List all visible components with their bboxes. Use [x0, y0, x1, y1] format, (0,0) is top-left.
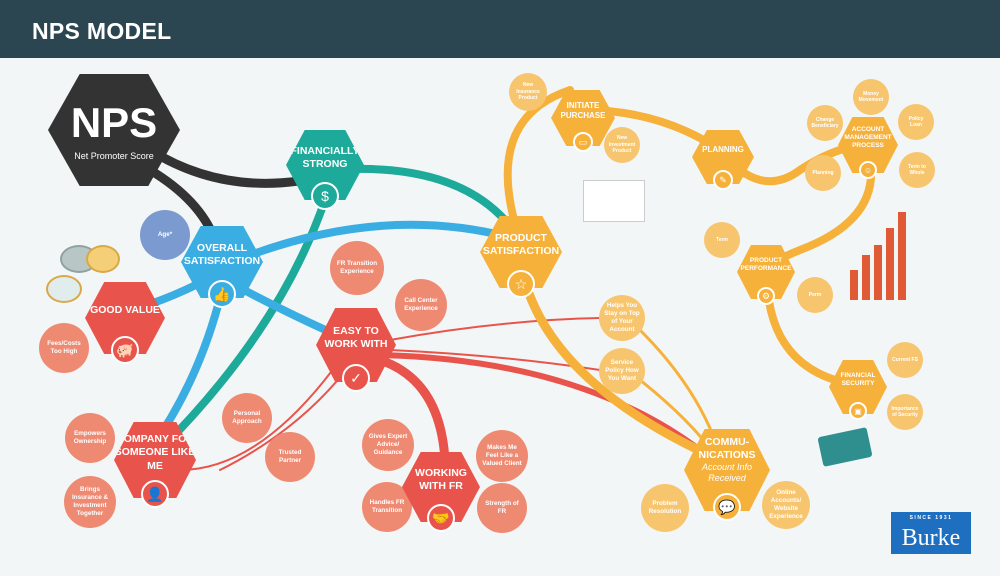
- attribute-perm: Perm: [797, 277, 833, 313]
- gear-icon: ⚙: [757, 287, 775, 305]
- attribute-online-accounts: Online Accounts/ Website Experience: [762, 481, 810, 529]
- logo-since: SINCE 1931: [909, 515, 953, 521]
- connector-easy-helps-you: [389, 317, 601, 341]
- planning-label: PLANNING: [702, 145, 744, 154]
- communications-node: COMMU- NICATIONS Account Info Received 💬: [684, 429, 770, 521]
- attribute-personal-approach: Personal Approach: [222, 393, 272, 443]
- attribute-fees-costs: Fees/Costs Too High: [39, 323, 89, 373]
- attribute-fr-transition-experience: FR Transition Experience: [330, 241, 384, 295]
- attribute-new-investment-product: New Investment Product: [604, 127, 640, 163]
- dollar-coin: [86, 245, 120, 273]
- illustration-bar: [862, 255, 870, 300]
- financially-strong-node: FINANCIALLY STRONG $: [286, 130, 364, 210]
- thumbs-up-icon: 👍: [208, 280, 236, 308]
- initiate-purchase-label: INITIATE PURCHASE: [560, 101, 606, 120]
- bar-chart-illustration: [850, 210, 910, 300]
- person-icon: 👤: [141, 480, 169, 508]
- attribute-importance-of-security: Importance of Security: [887, 394, 923, 430]
- connector-easy-company: [179, 359, 341, 471]
- easy-to-work-with-label: EASY TO WORK WITH: [324, 324, 388, 350]
- attribute-term: Term: [704, 222, 740, 258]
- nps-node: NPS Net Promoter Score: [48, 74, 180, 186]
- attribute-service-policy: Service Policy How You Want: [599, 348, 645, 394]
- attribute-empowers-ownership: Empowers Ownership: [65, 413, 115, 463]
- illustration-bar: [874, 245, 882, 300]
- attribute-current-fs: Current FS: [887, 342, 923, 378]
- attribute-gives-expert-advice: Gives Expert Advice/ Guidance: [362, 419, 414, 471]
- connector-easy-communications: [377, 352, 703, 453]
- attribute-trusted-partner: Trusted Partner: [265, 432, 315, 482]
- working-with-fr-label: WORKING WITH FR: [415, 466, 467, 492]
- piggy-bank-icon: 🐖: [111, 336, 139, 364]
- connector-product-initiate: [503, 86, 574, 244]
- product-performance-node: PRODUCT PERFORMANCE ⚙: [737, 245, 795, 305]
- safe-icon: ▣: [849, 402, 867, 420]
- product-satisfaction-node: PRODUCT SATISFACTION ☆: [480, 216, 562, 298]
- nps-subtitle: Net Promoter Score: [74, 151, 154, 161]
- illustration-bar: [898, 212, 906, 300]
- attribute-makes-me-feel-valued: Makes Me Feel Like a Valued Client: [476, 430, 528, 482]
- working-with-fr-node: WORKING WITH FR 🤝: [402, 452, 480, 532]
- company-for-someone-like-me-node: COMPANY FOR SOMEONE LIKE ME 👤: [114, 422, 196, 508]
- desk-illustration: [583, 180, 645, 222]
- attribute-helps-you-stay-on-top: Helps You Stay on Top of Your Account: [599, 295, 645, 341]
- star-icon: ☆: [507, 270, 535, 298]
- company-for-someone-like-me-label: COMPANY FOR SOMEONE LIKE ME: [114, 433, 196, 472]
- planning-node: PLANNING ✎: [692, 130, 754, 190]
- account-management-node: ACCOUNT MANAGEMENT PROCESS ☺: [838, 117, 898, 179]
- overall-satisfaction-node: OVERALL SATISFACTION 👍: [181, 226, 263, 308]
- overall-satisfaction-label: OVERALL SATISFACTION: [183, 241, 261, 267]
- nps-title: NPS: [70, 99, 158, 146]
- chat-icon: 💬: [713, 493, 741, 521]
- burke-logo: SINCE 1931 Burke: [891, 512, 971, 554]
- initiate-purchase-node: INITIATE PURCHASE ▭: [551, 90, 615, 152]
- financially-strong-label: FINANCIALLY STRONG: [290, 144, 360, 170]
- connector-easy-working-fr: [375, 355, 450, 465]
- account-management-label: ACCOUNT MANAGEMENT PROCESS: [844, 125, 892, 150]
- good-value-label: GOOD VALUE: [90, 304, 160, 317]
- attribute-policy-loan: Policy Loan: [898, 104, 934, 140]
- attribute-age: Age*: [140, 210, 190, 260]
- header-bar: NPS MODEL: [0, 0, 1000, 58]
- attribute-new-insurance-product: New Insurance Product: [509, 73, 547, 111]
- attribute-money-movement: Money Movement: [853, 79, 889, 115]
- checkmark-icon: ✓: [342, 364, 370, 392]
- illustration-bar: [886, 228, 894, 300]
- attribute-planning: Planning: [805, 155, 841, 191]
- attribute-handles-fr-transition: Handles FR Transition: [362, 482, 412, 532]
- attribute-term-to-whole: Term to Whole: [899, 152, 935, 188]
- handshake-icon: 🤝: [427, 504, 455, 532]
- pencil-icon: ✎: [713, 170, 733, 190]
- attribute-problem-resolution: Problem Resolution: [641, 484, 689, 532]
- attribute-strength-of-fr: Strength of FR: [477, 483, 527, 533]
- financial-security-node: FINANCIAL SECURITY ▣: [829, 360, 887, 420]
- connector-overall-product: [221, 220, 524, 269]
- wallet-icon: ▭: [573, 132, 593, 152]
- attribute-call-center-experience: Call Center Experience: [395, 279, 447, 331]
- attribute-change-beneficiary: Change Beneficiary: [807, 105, 843, 141]
- logo-brand: Burke: [901, 525, 961, 551]
- euro-coin: [46, 275, 82, 303]
- financial-security-label: FINANCIAL SECURITY: [840, 371, 876, 387]
- illustration-bar: [850, 270, 858, 300]
- product-performance-label: PRODUCT PERFORMANCE: [740, 256, 792, 272]
- attribute-brings-insurance-investment: Brings Insurance & Investment Together: [64, 476, 116, 528]
- easy-to-work-with-node: EASY TO WORK WITH ✓: [316, 308, 396, 392]
- product-satisfaction-label: PRODUCT SATISFACTION: [482, 231, 560, 257]
- page-title: NPS MODEL: [32, 18, 172, 44]
- good-value-node: GOOD VALUE 🐖: [85, 282, 165, 364]
- communications-sublabel: Account Info Received: [701, 461, 753, 484]
- communications-label: COMMU- NICATIONS: [698, 435, 756, 461]
- people-icon: ☺: [859, 161, 877, 179]
- dollar-icon: $: [311, 182, 339, 210]
